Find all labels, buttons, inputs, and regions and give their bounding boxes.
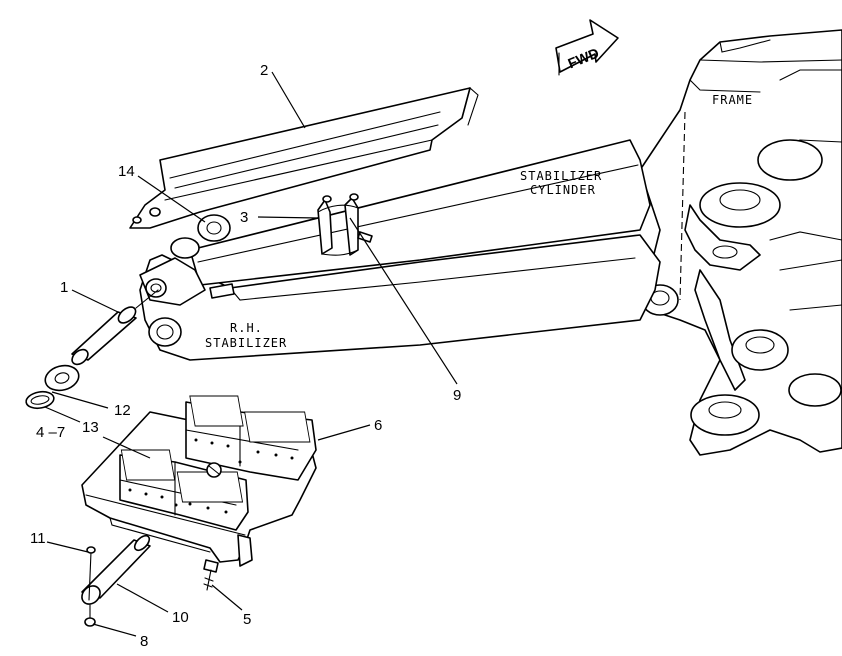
callout-numbers: 2 14 3 1 9 12 13 4 –7 6 11 10 5 8 [30,62,461,650]
part-12-washer [44,364,80,392]
fwd-arrow: FWD [555,19,619,76]
part-11-cotter-pin [86,546,96,601]
callout-5: 5 [243,611,251,628]
stabilizer-cylinder: STABILIZER CYLINDER [139,139,651,306]
stabilizer-cylinder-label-1: STABILIZER [520,169,602,183]
callout-8: 8 [140,633,148,650]
part-1-pin [71,289,159,366]
stabilizer-cylinder-label-2: CYLINDER [530,183,596,197]
rh-stabilizer-label-1: R.H. [230,321,263,335]
part-5-bolt [203,559,219,591]
part-2-cover [129,87,479,229]
part-13-retaining-ring [25,390,55,410]
part-3-clamp [317,193,373,256]
callout-14: 14 [118,163,135,180]
part-14-washer [197,214,231,242]
callout-11: 11 [30,530,46,547]
callout-10: 10 [172,609,189,626]
callout-6: 6 [374,417,382,434]
callout-4-7: 4 –7 [36,424,65,441]
callout-13: 13 [82,419,99,436]
part-8-nut [84,604,96,627]
callout-leaders [44,71,458,637]
callout-9: 9 [453,387,461,404]
callout-3: 3 [240,209,248,226]
part-10-pin [81,534,151,605]
frame-label: FRAME [712,93,753,107]
callout-12: 12 [114,402,131,419]
rh-stabilizer-label-2: STABILIZER [205,336,287,350]
frame: FRAME [639,29,842,456]
callout-1: 1 [60,279,68,296]
rh-stabilizer: R.H. STABILIZER [139,234,661,361]
part-4-7-pad-assembly [81,395,317,567]
callout-2: 2 [260,62,268,79]
